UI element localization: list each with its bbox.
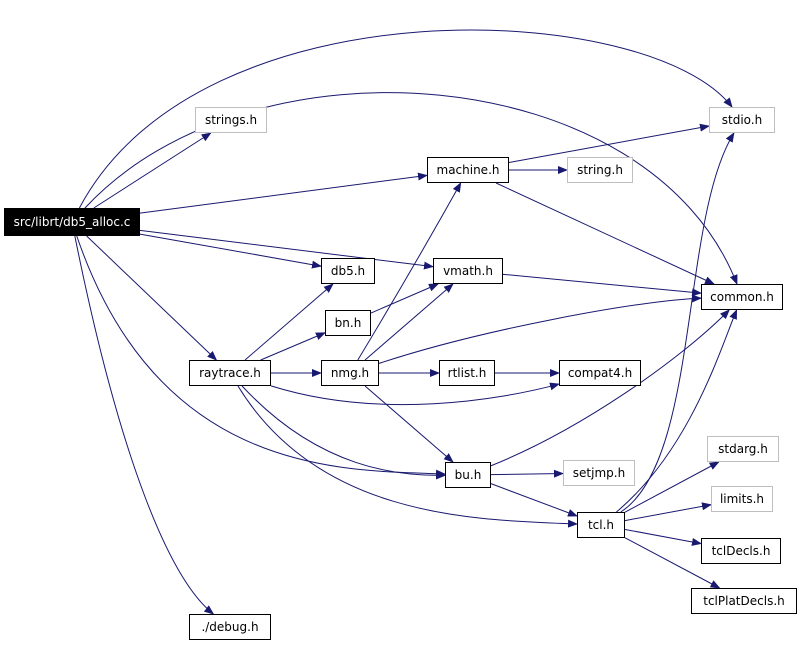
edge-raytrace-to-bu	[241, 385, 446, 480]
node-nmg-h[interactable]: nmg.h	[321, 360, 379, 386]
edge-tcl-to-stdarg	[624, 461, 720, 513]
node-strings-h[interactable]: strings.h	[195, 107, 267, 133]
edge-bu-to-common	[490, 309, 730, 467]
edge-raytrace-to-compat4	[270, 382, 560, 406]
edge-tcl-to-limits	[624, 502, 712, 522]
node-debug-h[interactable]: ./debug.h	[189, 614, 271, 640]
edge-root-to-vmath	[139, 229, 434, 270]
node-compat4-h[interactable]: compat4.h	[559, 360, 641, 386]
edge-root-to-common	[84, 92, 738, 285]
node-common-h[interactable]: common.h	[701, 284, 783, 310]
node-bn-h[interactable]: bn.h	[325, 310, 371, 336]
node-db5-alloc-c[interactable]: src/librt/db5_alloc.c	[4, 208, 140, 236]
node-bu-h[interactable]: bu.h	[445, 462, 491, 488]
edge-nmg-to-machine	[357, 182, 462, 361]
node-tcl-h[interactable]: tcl.h	[577, 512, 625, 538]
edge-root-to-bu	[76, 235, 446, 478]
edge-tcl-to-common	[616, 309, 738, 513]
node-raytrace-h[interactable]: raytrace.h	[189, 360, 271, 386]
edge-tcl-to-stdio	[620, 132, 735, 513]
node-machine-h[interactable]: machine.h	[427, 157, 509, 183]
edge-bu-to-tcl	[490, 483, 578, 517]
node-stdarg-h[interactable]: stdarg.h	[707, 436, 779, 462]
edge-root-to-debug	[74, 235, 215, 615]
edge-raytrace-to-db5	[244, 283, 334, 361]
edge-tcl-to-tcldecls	[624, 528, 702, 546]
edge-machine-to-common	[495, 182, 715, 285]
edge-nmg-to-vmath	[364, 283, 454, 361]
edge-nmg-to-common	[378, 294, 702, 364]
edge-raytrace-to-bn	[260, 332, 326, 361]
node-setjmp-h[interactable]: setjmp.h	[563, 460, 635, 486]
node-tcldecls-h[interactable]: tclDecls.h	[701, 538, 781, 564]
edge-root-to-raytrace	[86, 235, 218, 361]
edge-tcl-to-tclplatdecls	[624, 537, 721, 589]
edge-root-to-db5	[139, 233, 322, 269]
node-tclplatdecls-h[interactable]: tclPlatDecls.h	[691, 588, 797, 614]
node-string-h[interactable]: string.h	[567, 157, 633, 183]
edge-raytrace-to-tcl	[237, 385, 578, 528]
edge-machine-to-stdio	[508, 123, 710, 164]
edge-bn-to-vmath	[370, 283, 439, 314]
edge-nmg-to-bu	[364, 385, 454, 463]
edge-root-to-stdio	[78, 29, 733, 209]
node-db5-h[interactable]: db5.h	[321, 258, 375, 284]
edge-root-to-machine	[139, 172, 428, 214]
node-stdio-h[interactable]: stdio.h	[709, 107, 775, 133]
edge-vmath-to-common	[502, 273, 702, 297]
node-vmath-h[interactable]: vmath.h	[433, 258, 503, 284]
edge-root-to-strings	[93, 132, 212, 209]
node-rtlist-h[interactable]: rtlist.h	[439, 360, 495, 386]
edge-bu-to-setjmp	[490, 469, 564, 478]
node-limits-h[interactable]: limits.h	[711, 486, 773, 512]
